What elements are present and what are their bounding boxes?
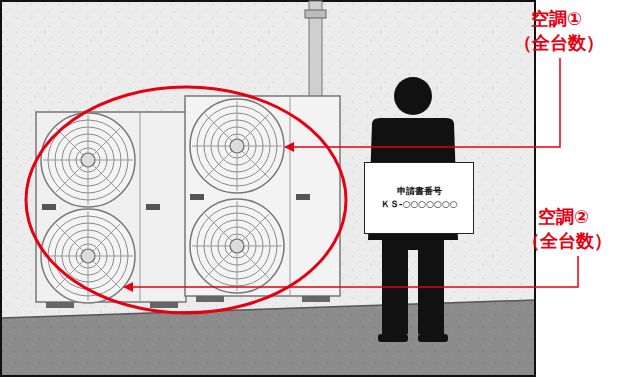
count-note: （全台数） xyxy=(522,230,612,252)
application-board: 申請書番号ＫＳ-○○○○○○○ xyxy=(364,162,474,234)
unit-label: 空調① xyxy=(531,8,582,30)
board-heading: 申請書番号 xyxy=(397,185,442,198)
count-note: （全台数） xyxy=(514,32,604,54)
unit-label: 空調② xyxy=(538,206,589,228)
application-number: ＫＳ-○○○○○○○ xyxy=(381,198,458,211)
